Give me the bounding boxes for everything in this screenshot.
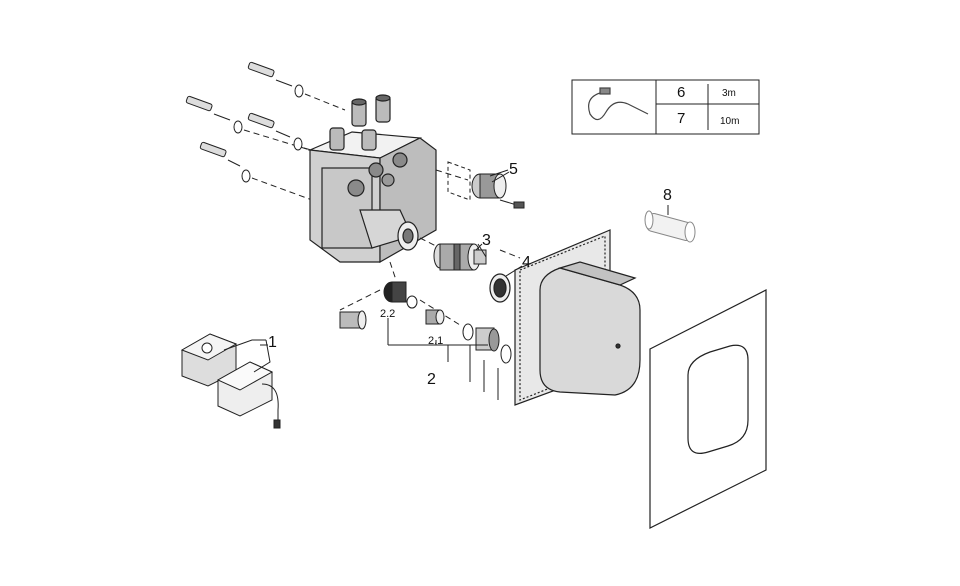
installation-frame xyxy=(514,229,641,406)
wall-anchor-2 xyxy=(185,95,311,151)
callout-2: 2 xyxy=(427,371,436,388)
part-2-connector xyxy=(339,310,367,330)
table-length-6: 3m xyxy=(722,88,736,99)
callout-2-1: 2.1 xyxy=(428,335,443,347)
table-part-7: 7 xyxy=(677,110,685,127)
part-5-thermostat-cartridge xyxy=(447,161,525,209)
callout-leaders xyxy=(260,171,523,346)
callout-5: 5 xyxy=(509,161,518,178)
part-2-seals xyxy=(462,323,512,364)
callout-2-bracket xyxy=(387,318,499,400)
callout-3: 3 xyxy=(482,232,491,249)
callout-4: 4 xyxy=(522,254,531,271)
callout-2-2: 2.2 xyxy=(380,308,395,320)
callout-8: 8 xyxy=(663,187,672,204)
cable-icon xyxy=(588,87,649,121)
wall-plate xyxy=(649,289,767,529)
part-8-extension-sleeve xyxy=(644,205,696,243)
part-2-components xyxy=(339,281,512,400)
protective-cover xyxy=(539,261,641,396)
cable-length-table: 6 3m 7 10m xyxy=(571,79,760,135)
front-outlet xyxy=(359,209,419,251)
part-2-1-check-valve xyxy=(425,309,445,325)
part-1-power-supply xyxy=(180,333,281,429)
wall-anchor-set xyxy=(185,61,346,201)
callout-1: 1 xyxy=(268,334,277,351)
wall-anchor-1 xyxy=(247,61,346,111)
part-4-retaining-ring xyxy=(489,273,511,303)
table-length-7: 10m xyxy=(720,116,739,127)
part-2-2-filter xyxy=(383,281,418,309)
wall-anchor-3 xyxy=(247,112,319,153)
wall-anchor-4 xyxy=(199,141,313,201)
top-inlet-connectors xyxy=(329,94,391,151)
part-3-valve-cartridge xyxy=(433,243,487,271)
valve-body-box xyxy=(307,94,437,264)
table-part-6: 6 xyxy=(677,84,685,101)
